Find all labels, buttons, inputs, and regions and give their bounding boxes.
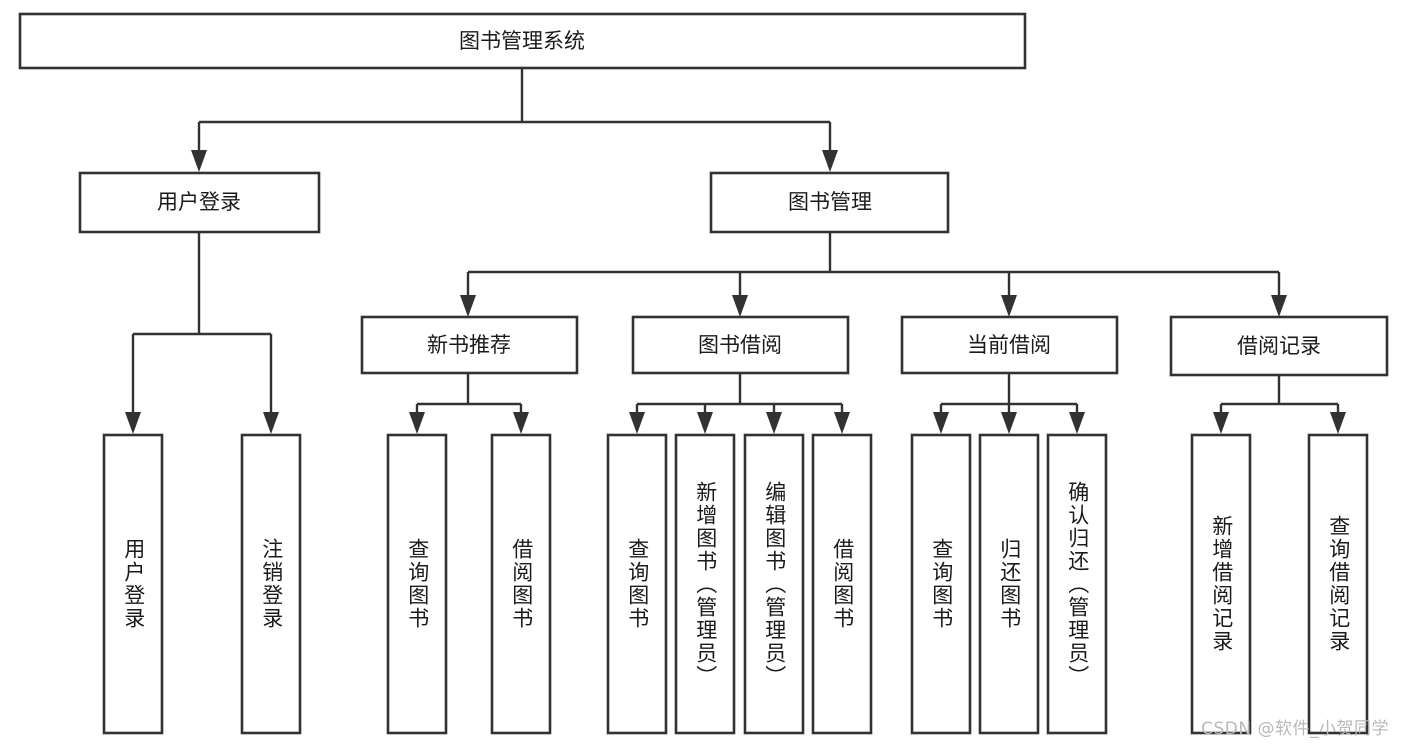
leaf-box-recommend-query-book[interactable] [386, 433, 448, 735]
csdn-watermark: CSDN @软件_小贺同学 [1201, 719, 1389, 739]
leaf-box-logout-login[interactable] [240, 433, 302, 735]
connector-current-borrow-to-leaves [933, 373, 1085, 434]
node-root-label: 图书管理系统 [459, 29, 585, 53]
leaf-box-recommend-borrow-book[interactable] [490, 433, 552, 735]
node-borrow-record-box [1169, 315, 1389, 377]
node-book-borrow-label: 图书借阅 [698, 333, 782, 357]
leaf-box-current-return-book[interactable] [978, 433, 1040, 735]
node-book-manage-label: 图书管理 [788, 190, 872, 214]
node-root-box [18, 12, 1027, 70]
node-book-manage-box [709, 171, 950, 234]
leaf-box-record-query-record[interactable] [1307, 433, 1369, 735]
node-book-borrow-box [631, 315, 850, 375]
leaf-box-user-login[interactable] [102, 433, 164, 735]
node-current-borrow-label: 当前借阅 [967, 333, 1051, 357]
node-root-system[interactable]: 图书管理系统 [18, 12, 1027, 70]
node-book-borrow[interactable]: 图书借阅 [631, 315, 850, 375]
node-book-manage[interactable]: 图书管理 [709, 171, 950, 234]
node-new-book-recommend-label: 新书推荐 [427, 333, 511, 357]
connector-book-manage-to-level2 [460, 232, 1287, 317]
node-borrow-record-label: 借阅记录 [1237, 334, 1321, 358]
connector-recommend-to-leaves [409, 373, 529, 434]
leaf-box-record-add-record[interactable] [1190, 433, 1252, 735]
connector-root-to-level1 [191, 68, 838, 172]
leaf-box-borrow-add-book-admin[interactable] [674, 433, 736, 735]
connector-record-to-leaves [1213, 375, 1346, 434]
node-user-login-box [78, 171, 321, 234]
node-user-login[interactable]: 用户登录 [78, 171, 321, 234]
node-new-book-recommend-box [360, 315, 579, 375]
node-current-borrow-box [900, 315, 1119, 375]
node-new-book-recommend[interactable]: 新书推荐 [360, 315, 579, 375]
leaf-box-current-confirm-return-admin[interactable] [1046, 433, 1108, 735]
node-user-login-label: 用户登录 [157, 190, 241, 214]
leaf-box-borrow-query-book[interactable] [606, 433, 668, 735]
leaf-box-current-query-book[interactable] [910, 433, 972, 735]
node-current-borrow[interactable]: 当前借阅 [900, 315, 1119, 375]
connector-borrow-to-leaves [629, 373, 850, 434]
leaf-box-borrow-edit-book-admin[interactable] [743, 433, 805, 735]
connector-user-login-to-leaves [125, 232, 279, 434]
node-borrow-record[interactable]: 借阅记录 [1169, 315, 1389, 377]
leaf-box-borrow-borrow-book[interactable] [811, 433, 873, 735]
